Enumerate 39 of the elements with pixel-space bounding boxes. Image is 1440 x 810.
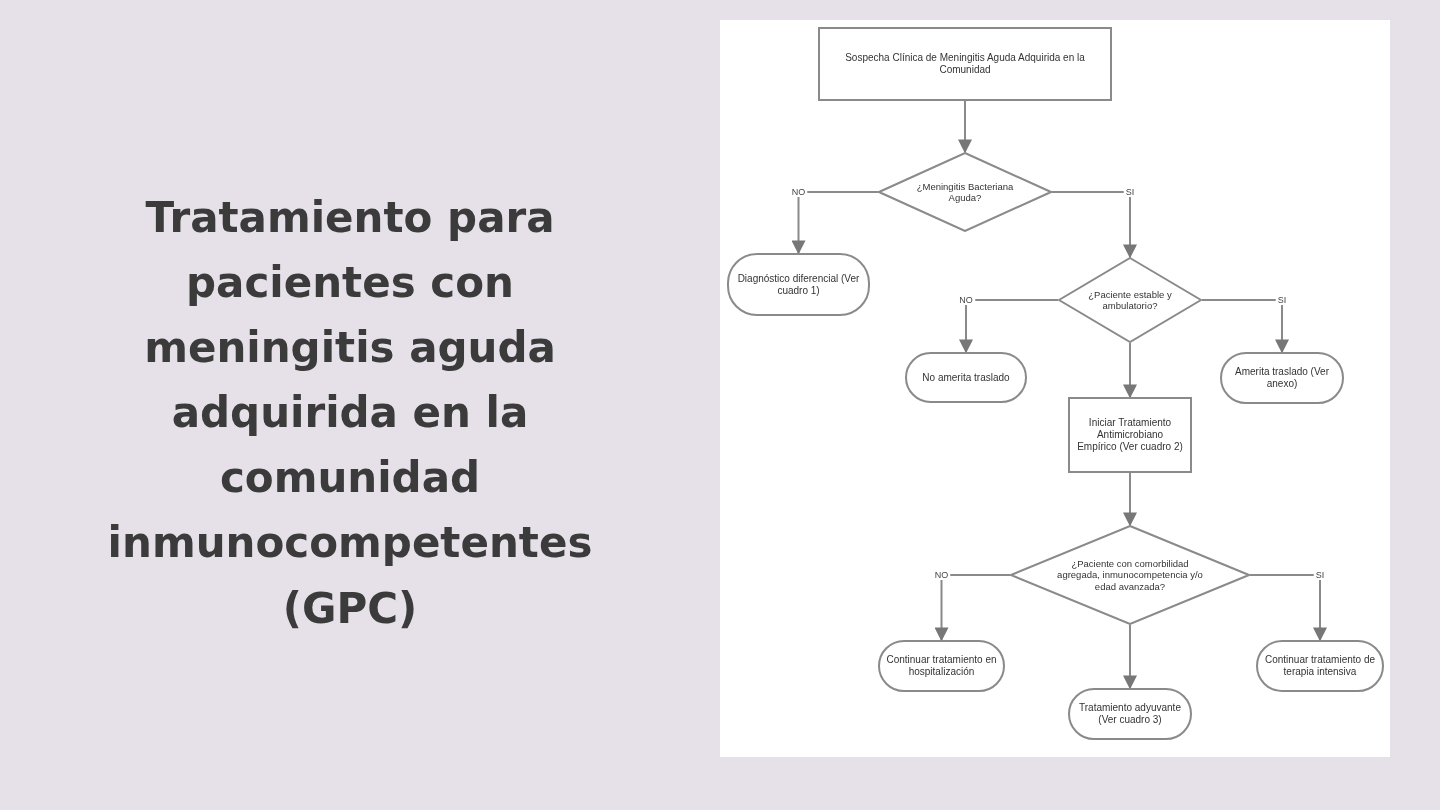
decision-diamond <box>878 152 1052 232</box>
edge-label: NO <box>957 295 975 305</box>
terminal-box <box>905 352 1027 403</box>
decision-diamond <box>1058 257 1202 343</box>
terminal-box <box>1220 352 1344 404</box>
terminal-box <box>727 253 870 316</box>
node-text: Iniciar Tratamiento Antimicrobiano Empírico (Ver cuadro 2) <box>1076 417 1184 453</box>
arrow <box>934 574 1011 642</box>
process-box <box>1068 397 1192 473</box>
arrow <box>958 100 972 154</box>
edge-label: NO <box>789 187 808 197</box>
terminal-box <box>1068 688 1192 740</box>
edge-label: SI <box>1313 570 1327 580</box>
edge-label: SI <box>1275 295 1289 305</box>
arrow <box>1249 574 1327 642</box>
arrow <box>791 191 879 255</box>
arrow <box>1123 342 1137 399</box>
arrow <box>1123 624 1137 690</box>
arrow <box>1201 299 1289 354</box>
node-text: Amerita traslado (Ver anexo) <box>1234 366 1330 390</box>
process-box <box>818 27 1112 101</box>
node-text: No amerita traslado <box>921 371 1011 384</box>
node-text: Continuar tratamiento de terapia intensiva <box>1263 654 1377 678</box>
arrow <box>959 299 1059 354</box>
node-text: Diagnóstico diferencial (Ver cuadro 1) <box>736 272 861 297</box>
node-text: Sospecha Clínica de Meningitis Aguda Adquirida en la Comunidad <box>844 52 1086 76</box>
node-text: ¿Paciente estable y ambulatorio? <box>1087 288 1173 312</box>
arrow <box>1051 191 1137 259</box>
node-text: Continuar tratamiento en hospitalización <box>885 654 998 678</box>
edge-label: SI <box>1123 187 1137 197</box>
edge-label: NO <box>932 570 951 580</box>
node-text: ¿Meningitis Bacteriana Aguda? <box>915 180 1015 204</box>
node-text: Tratamiento adyuvante (Ver cuadro 3) <box>1078 702 1182 726</box>
terminal-box <box>878 640 1005 692</box>
arrow <box>1123 472 1137 527</box>
node-text: ¿Paciente con comorbilidad agregada, inmunocompetencia y/o edad avanzada? <box>1056 557 1204 593</box>
decision-diamond <box>1010 525 1250 625</box>
terminal-box <box>1256 640 1384 692</box>
slide-title: Tratamiento para pacientes con meningitis aguda adquirida en la comunidad inmunocompetentes (GPC) <box>106 192 594 635</box>
